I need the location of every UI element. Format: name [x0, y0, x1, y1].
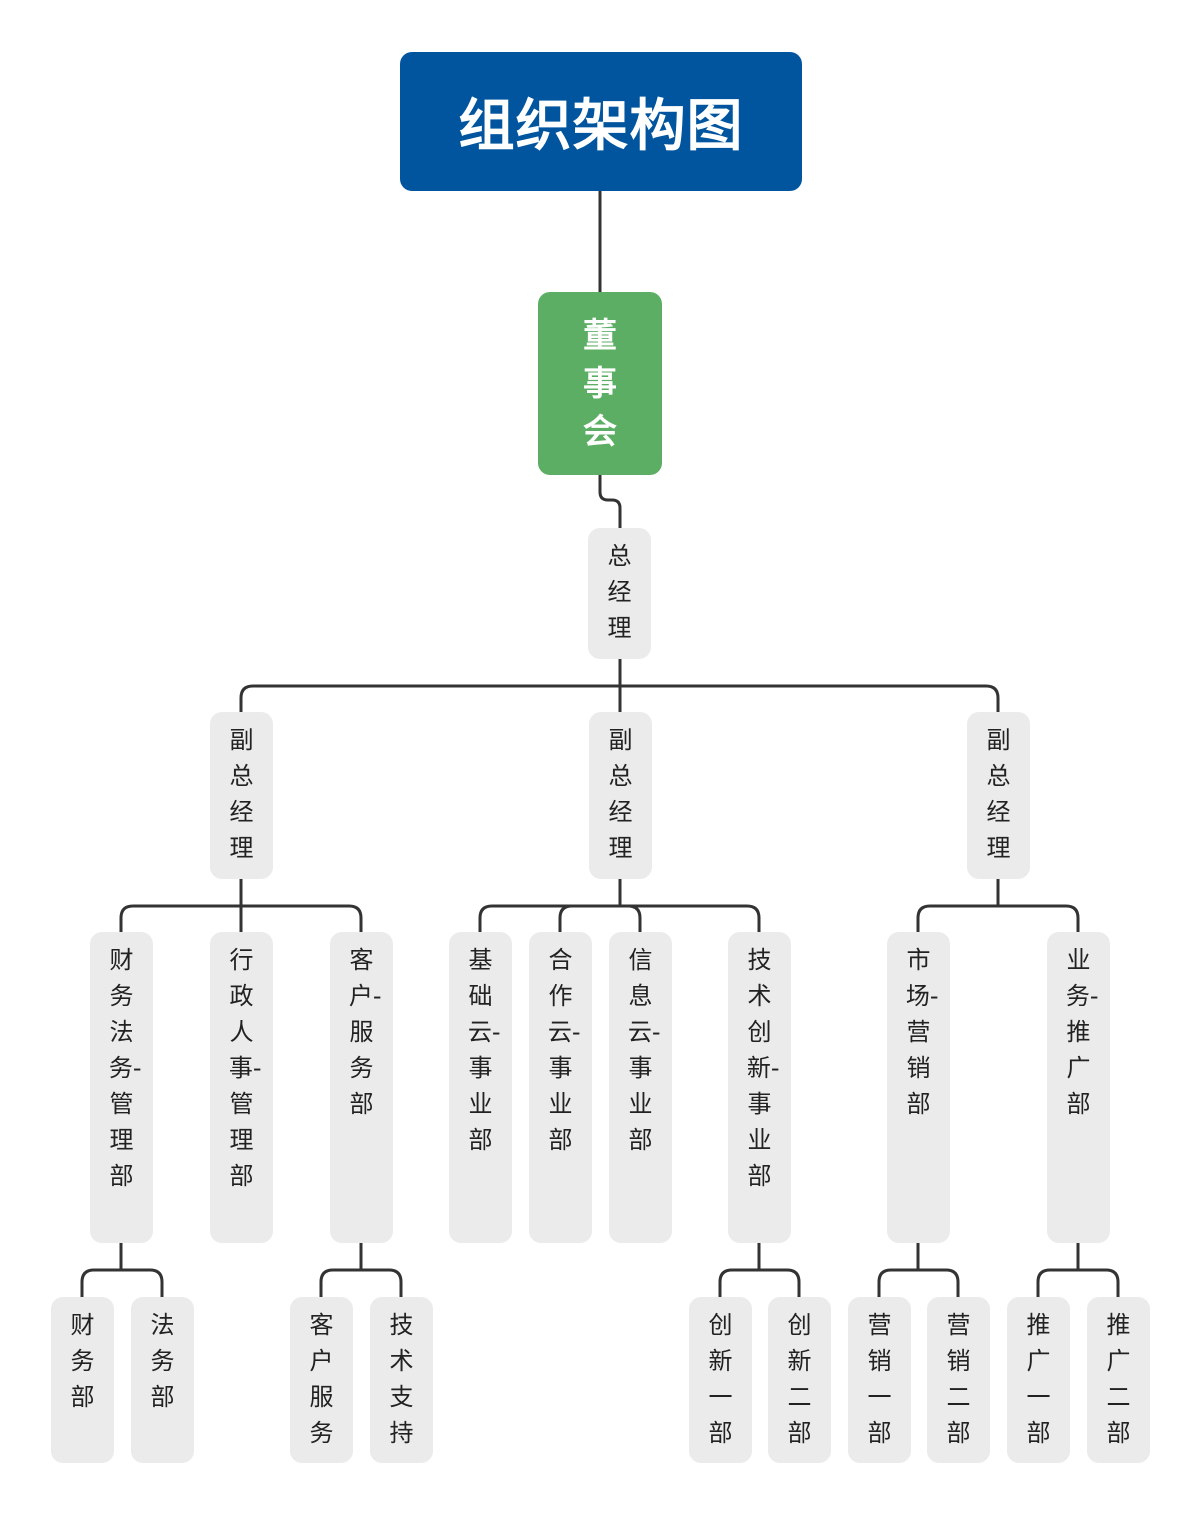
vice-manager-node-1[interactable]: 副总经理	[210, 712, 273, 879]
sub-department-node[interactable]: 推广二部	[1087, 1297, 1150, 1463]
node-label: 信息云-事业部	[627, 946, 661, 1154]
node-label: 客户服务	[309, 1311, 334, 1447]
department-node[interactable]: 基础云-事业部	[449, 932, 512, 1243]
node-label: 副总经理	[986, 726, 1011, 862]
node-label: 法务部	[150, 1311, 175, 1411]
sub-department-node[interactable]: 客户服务	[290, 1297, 353, 1463]
node-label: 技术支持	[389, 1311, 414, 1447]
department-node[interactable]: 合作云-事业部	[529, 932, 592, 1243]
department-node[interactable]: 财务法务-管理部	[90, 932, 153, 1243]
node-label: 总经理	[607, 542, 632, 642]
sub-department-node[interactable]: 技术支持	[370, 1297, 433, 1463]
node-label: 推广二部	[1106, 1311, 1131, 1447]
chart-title: 组织架构图	[458, 94, 744, 159]
node-label: 业务-推广部	[1065, 946, 1099, 1118]
department-node[interactable]: 信息云-事业部	[609, 932, 672, 1243]
department-node[interactable]: 市场-营销部	[887, 932, 950, 1243]
general-manager-node[interactable]: 总经理	[588, 528, 651, 659]
department-node[interactable]: 客户-服务部	[330, 932, 393, 1243]
node-label: 行政人事-管理部	[228, 946, 262, 1190]
node-label: 营销二部	[946, 1311, 971, 1447]
node-label: 营销一部	[867, 1311, 892, 1447]
sub-department-node[interactable]: 创新一部	[689, 1297, 752, 1463]
chart-title-node: 组织架构图	[400, 52, 802, 191]
sub-department-node[interactable]: 法务部	[131, 1297, 194, 1463]
node-label: 合作云-事业部	[547, 946, 581, 1154]
department-node[interactable]: 技术创新-事业部	[728, 932, 791, 1243]
node-label: 市场-营销部	[905, 946, 939, 1118]
node-label: 基础云-事业部	[467, 946, 501, 1154]
sub-department-node[interactable]: 推广一部	[1007, 1297, 1070, 1463]
department-node[interactable]: 业务-推广部	[1047, 932, 1110, 1243]
board-label: 董事会	[583, 316, 617, 452]
node-label: 副总经理	[608, 726, 633, 862]
sub-department-node[interactable]: 营销一部	[848, 1297, 911, 1463]
node-label: 副总经理	[229, 726, 254, 862]
sub-department-node[interactable]: 创新二部	[768, 1297, 831, 1463]
vice-manager-node-2[interactable]: 副总经理	[589, 712, 652, 879]
node-label: 创新二部	[787, 1311, 812, 1447]
board-node[interactable]: 董事会	[538, 292, 662, 475]
vice-manager-node-3[interactable]: 副总经理	[967, 712, 1030, 879]
sub-department-node[interactable]: 营销二部	[927, 1297, 990, 1463]
node-label: 创新一部	[708, 1311, 733, 1447]
node-label: 客户-服务部	[348, 946, 382, 1118]
node-label: 财务部	[70, 1311, 95, 1411]
node-label: 技术创新-事业部	[746, 946, 780, 1190]
node-label: 财务法务-管理部	[108, 946, 142, 1190]
sub-department-node[interactable]: 财务部	[51, 1297, 114, 1463]
department-node[interactable]: 行政人事-管理部	[210, 932, 273, 1243]
node-label: 推广一部	[1026, 1311, 1051, 1447]
